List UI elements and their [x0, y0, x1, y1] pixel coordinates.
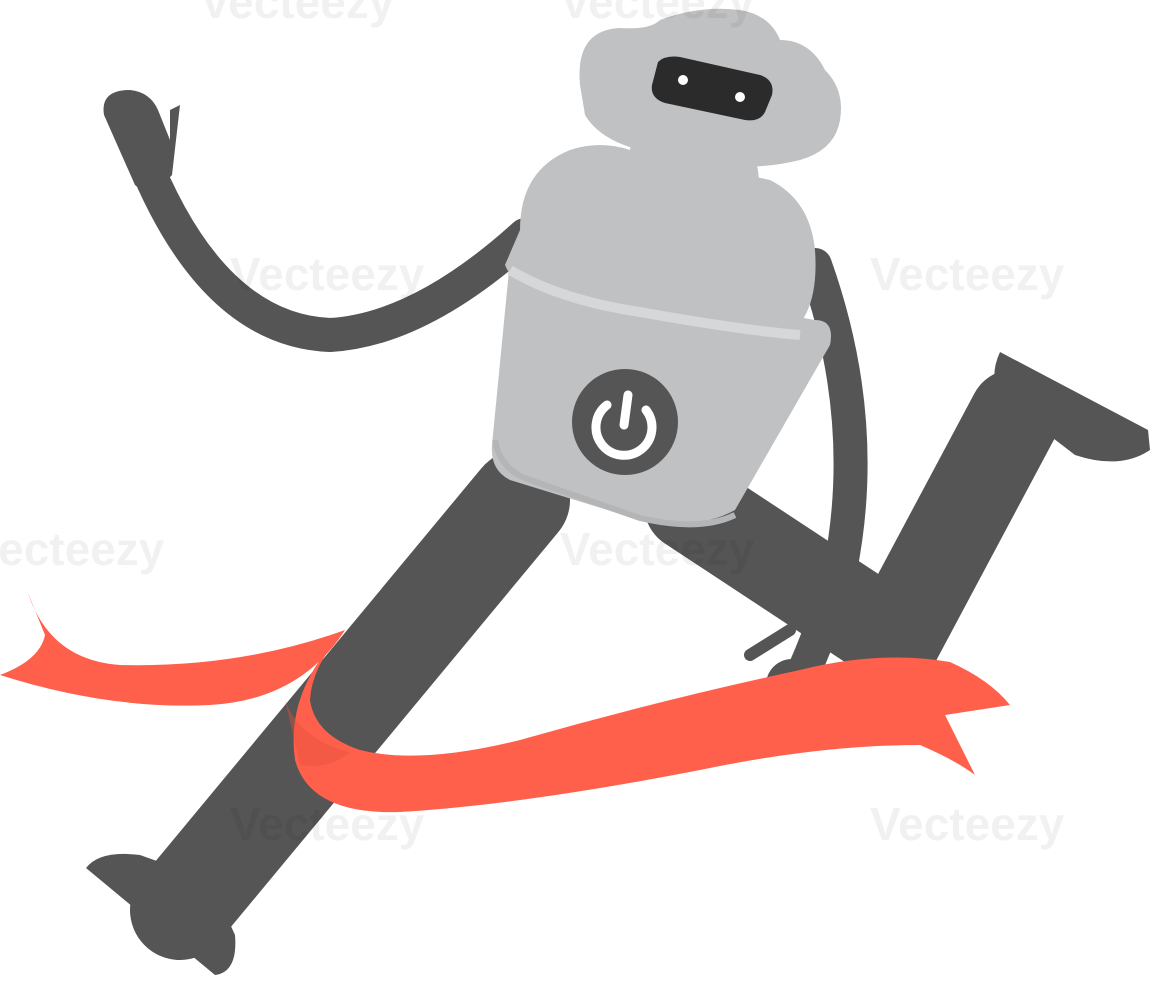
- front-foot: [86, 853, 236, 975]
- watermark-text: Vecteezy: [0, 523, 165, 575]
- robot-front-leg: [86, 450, 570, 975]
- watermark-text: Vecteezy: [560, 523, 755, 575]
- finish-ribbon: [0, 593, 1010, 813]
- watermark-text: Vecteezy: [870, 798, 1065, 850]
- left-hand: [103, 90, 180, 191]
- left-eye: [678, 75, 688, 85]
- power-icon: [591, 390, 657, 460]
- robot-left-arm: [103, 90, 542, 353]
- ribbon-left-tail: [0, 593, 345, 706]
- back-foot: [994, 352, 1150, 462]
- visor: [651, 56, 773, 121]
- robot-head: [579, 8, 841, 200]
- robot-torso: [491, 145, 831, 528]
- watermark-text: Vecteezy: [230, 798, 425, 850]
- watermark-text: Vecteezy: [560, 0, 755, 28]
- right-eye: [735, 92, 745, 102]
- ribbon-main-band: [293, 630, 1010, 813]
- watermark-layer: Vecteezy Vecteezy Vecteezy Vecteezy Vect…: [0, 0, 1065, 850]
- watermark-text: Vecteezy: [230, 248, 425, 300]
- robot-back-leg: [644, 352, 1150, 686]
- watermark-text: Vecteezy: [200, 0, 395, 28]
- watermark-text: Vecteezy: [870, 248, 1065, 300]
